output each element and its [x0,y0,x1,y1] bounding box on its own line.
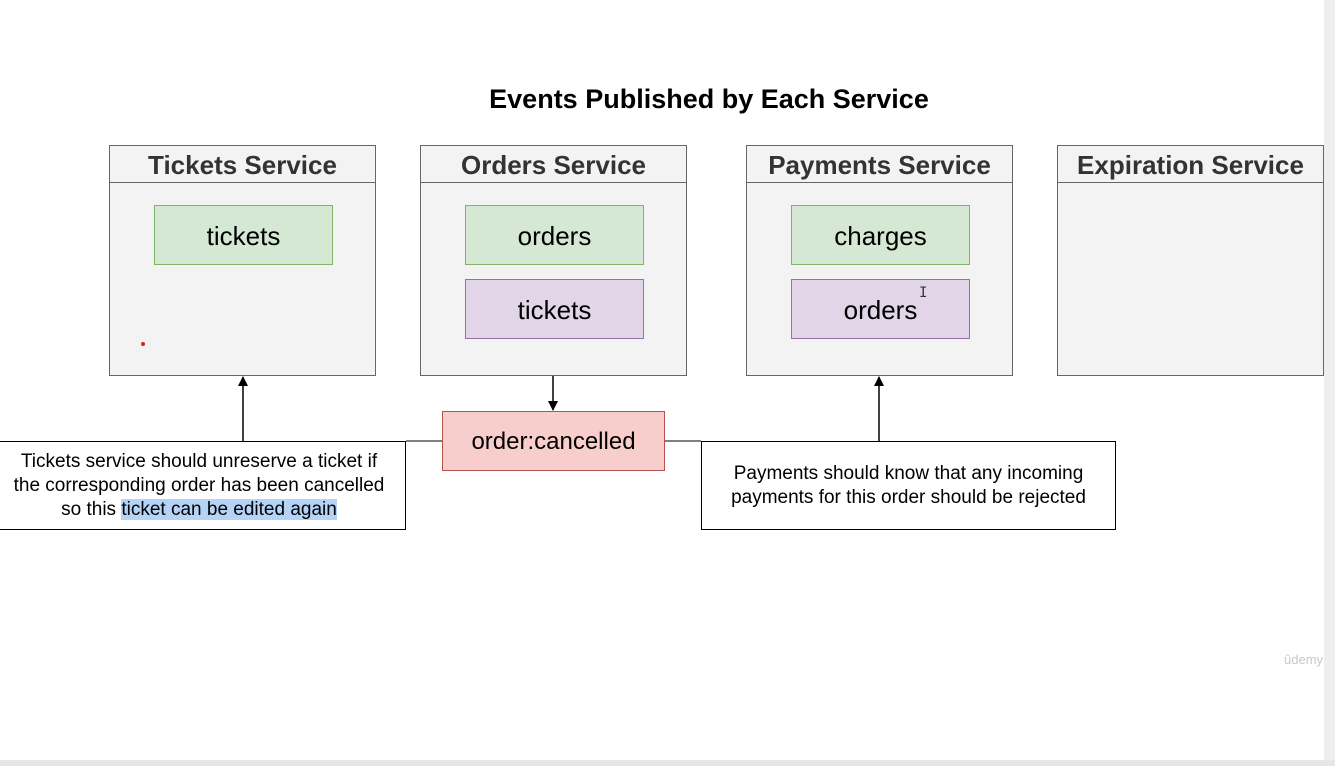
tickets-note-line-1: Tickets service should unreserve a ticke… [20,450,378,472]
tickets-note-line-2: the corresponding order has been cancell… [13,474,385,496]
text-cursor-icon: I [919,285,928,301]
payments-note-line-2: payments for this order should be reject… [731,486,1086,508]
orders-listener-box: orders [791,279,970,339]
scrollbar-track[interactable] [1324,0,1335,766]
tickets-note-line-3-prefix: so this [61,498,122,520]
order-cancelled-event: order:cancelled [442,411,665,471]
charges-event-box: charges [791,205,970,265]
orders-service-container: Orders Service orders tickets [420,145,687,376]
payments-note: Payments should know that any incoming p… [701,441,1116,530]
tickets-service-container: Tickets Service tickets [109,145,376,376]
udemy-watermark: ûdemy [1284,652,1324,667]
expiration-service-header: Expiration Service [1058,146,1323,183]
payments-service-container: Payments Service charges orders [746,145,1013,376]
payments-service-header: Payments Service [747,146,1012,183]
highlighted-text[interactable]: ticket can be edited again [121,498,337,520]
tickets-listener-box: tickets [465,279,644,339]
expiration-service-container: Expiration Service [1057,145,1324,376]
tickets-event-box: tickets [154,205,333,265]
orders-event-box: orders [465,205,644,265]
orders-service-header: Orders Service [421,146,686,183]
payments-note-line-1: Payments should know that any incoming [733,462,1084,484]
tickets-note: Tickets service should unreserve a ticke… [0,441,406,530]
bottom-strip [0,760,1335,766]
diagram-title: Events Published by Each Service [489,84,929,114]
tickets-note-line-3: so this ticket can be edited again [0,498,405,522]
laser-pointer-dot [141,342,145,346]
tickets-service-header: Tickets Service [110,146,375,183]
